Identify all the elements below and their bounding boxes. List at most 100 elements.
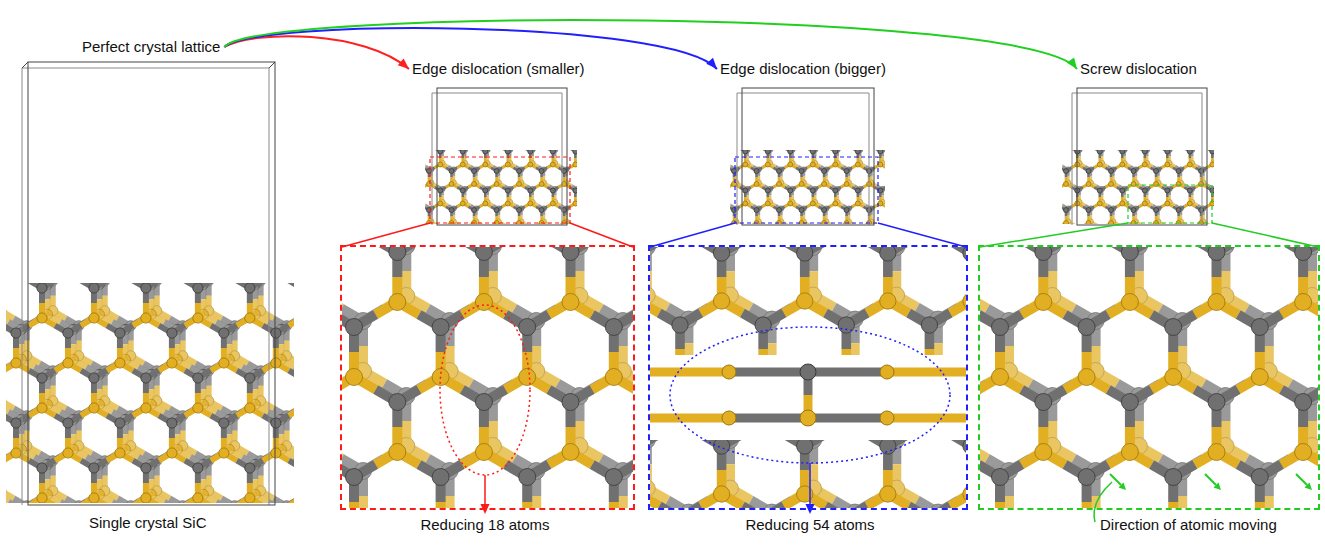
bond [572,202,577,205]
c-atom [483,188,488,193]
bond [855,163,861,166]
c-atom [743,188,748,193]
si-atom [855,162,860,167]
c-atom [1120,150,1125,154]
c-atom [799,169,804,174]
bond [550,163,556,166]
c-atom [426,208,431,213]
si-atom [878,162,883,167]
bond [6,314,8,322]
si-atom [573,201,577,206]
c-atom [743,150,748,154]
si-atom [1086,221,1091,225]
c-atom [219,418,229,428]
si-atom [245,403,255,413]
c-atom [115,418,125,428]
bond [1108,221,1114,224]
c-atom [1120,188,1125,193]
si-atom [89,403,99,413]
si-atom [765,201,770,206]
bond [505,163,511,166]
bond [776,182,782,185]
si-atom [754,182,759,187]
si-atom [550,201,555,206]
c-atom [1154,208,1159,213]
si-atom [1064,221,1069,225]
si-atom [1199,182,1204,187]
si-atom [505,201,510,206]
si-atom [63,448,73,458]
bond [572,163,577,166]
c-atom [472,169,477,174]
c-atom [777,169,782,174]
c-atom [37,283,47,293]
sic-lattice [1062,150,1214,224]
bond [527,163,533,166]
c-atom [1131,208,1136,213]
si-atom [245,313,255,323]
si-atom [37,403,47,413]
c-atom [11,328,21,338]
c-atom [855,188,860,193]
c-atom [788,150,793,154]
c-atom [141,373,151,383]
c-atom [1097,150,1102,154]
c-atom [1187,150,1192,154]
c-atom [1063,169,1068,174]
bond [1063,182,1069,185]
si-atom [810,201,815,206]
c-atom [483,150,488,154]
bond [516,182,522,185]
si-atom [833,201,838,206]
c-atom [141,283,151,293]
bond [1142,163,1148,166]
si-atom [1187,201,1192,206]
sic-lattice [6,283,294,503]
bond [764,202,770,205]
c-atom [438,150,443,154]
bond [1063,221,1069,224]
lattice-layer [730,150,885,224]
c-atom [426,169,431,174]
bond [437,202,443,205]
c-atom [878,188,883,193]
si-atom [1210,162,1214,167]
c-atom [1165,150,1170,154]
si-atom [11,448,21,458]
bond [832,202,838,205]
bond [821,182,827,185]
c-atom [494,208,499,213]
c-atom [167,418,177,428]
bond [1164,163,1170,166]
c-atom [245,463,255,473]
bond [538,182,544,185]
bond [742,202,748,205]
c-atom [517,208,522,213]
si-atom [1097,162,1102,167]
bond [6,401,14,409]
bond [482,163,488,166]
bond [459,163,465,166]
si-atom [449,182,454,187]
si-atom [732,182,737,187]
si-atom [788,201,793,206]
bond [289,408,294,416]
lattice-layer [730,150,885,224]
c-atom [1109,208,1114,213]
bond [482,202,488,205]
c-atom [245,373,255,383]
c-atom [539,169,544,174]
bond [764,163,770,166]
bond [289,318,294,326]
c-atom [1165,188,1170,193]
si-atom [37,493,47,503]
c-atom [1086,169,1091,174]
c-atom [1097,188,1102,193]
si-atom [1142,201,1147,206]
si-atom [11,358,21,368]
si-atom [1142,162,1147,167]
bond [6,494,8,502]
bond [1062,163,1063,166]
c-atom [765,150,770,154]
